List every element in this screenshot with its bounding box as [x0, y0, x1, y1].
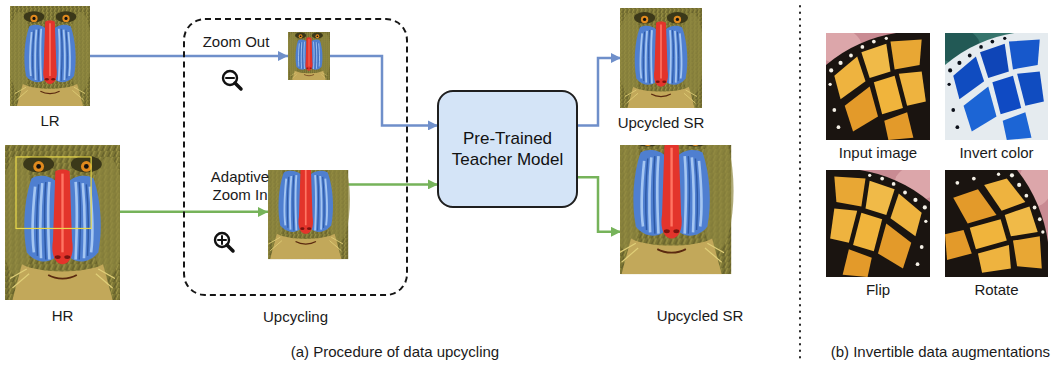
- node-label: Flip: [866, 281, 890, 299]
- node-label: Invert color: [959, 144, 1033, 162]
- sr-image: [618, 5, 703, 112]
- node-label: HR: [52, 307, 74, 325]
- node-label: Rotate: [974, 281, 1018, 299]
- arrowhead: [258, 207, 268, 217]
- process-box: Pre-Trained Teacher Model: [437, 90, 578, 208]
- image-frame: Input image: [826, 33, 930, 140]
- node-label: Input image: [839, 144, 917, 162]
- edge-label: Adaptive Zoom In: [190, 168, 290, 204]
- butterfly-flipped: [826, 166, 940, 277]
- image-frame: Upcycled SR: [620, 145, 780, 300]
- image-frame: Rotate: [945, 170, 1048, 277]
- butterfly-image: [816, 29, 930, 140]
- connector-arrow: [578, 177, 620, 231]
- zoom-out-image: [287, 29, 331, 84]
- image-frame: Invert color: [945, 33, 1048, 140]
- sr-image: [610, 119, 734, 274]
- zoom-in-image: [262, 149, 350, 259]
- butterfly-inverted: [935, 29, 1048, 140]
- connector-arrow: [90, 56, 437, 125]
- image-frame: HR: [5, 145, 120, 300]
- arrowhead: [278, 51, 288, 61]
- dashed-group: Upcycling: [183, 18, 408, 296]
- image-frame: LR: [10, 6, 90, 106]
- lr-image: [8, 4, 91, 108]
- image-frame: Upcycled SR: [620, 8, 702, 108]
- butterfly-rotated: [945, 159, 1052, 277]
- edge-label: Zoom Out: [196, 33, 276, 51]
- zoom-out-icon: [223, 71, 241, 89]
- node-label: Pre-Trained Teacher Model: [449, 128, 566, 171]
- crop-box: [16, 157, 91, 229]
- caption: (b) Invertible data augmentations: [831, 343, 1050, 361]
- hr-image: [1, 145, 125, 300]
- image-frame: Flip: [826, 170, 930, 277]
- node-label: Upcycling: [263, 308, 328, 326]
- caption: (a) Procedure of data upcycling: [291, 343, 499, 361]
- node-label: Upcycled SR: [657, 307, 744, 325]
- connector-group: [90, 56, 620, 232]
- connector-arrow: [578, 58, 620, 125]
- node-label: LR: [40, 112, 59, 130]
- node-label: Upcycled SR: [618, 114, 705, 132]
- dotted-divider: [799, 6, 801, 360]
- zoom-in-icon: [215, 233, 233, 251]
